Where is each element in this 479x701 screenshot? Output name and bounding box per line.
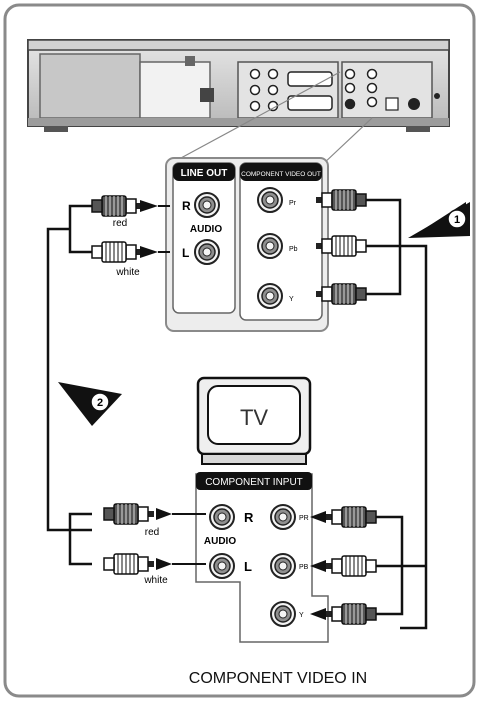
component-input-title: COMPONENT INPUT: [205, 477, 303, 488]
component-cable-main: [366, 244, 428, 630]
component-cable-bottom: [310, 506, 426, 625]
tv-pr-jack: [270, 504, 296, 530]
tv-input-panel: COMPONENT INPUT R AUDIO L PR PB Y: [195, 472, 329, 643]
pb-out-label: Pb: [289, 246, 298, 253]
tv-set: TV: [196, 376, 312, 465]
line-out-l-label: L: [182, 246, 189, 260]
zoom-line-left: [167, 71, 341, 166]
white-label-top: white: [115, 267, 140, 278]
tv-screen-label: TV: [240, 405, 268, 430]
tv-l-jack: [209, 553, 235, 579]
pr-out-jack: [257, 187, 283, 213]
line-out-panel: [172, 162, 236, 314]
tv-l-label: L: [244, 559, 252, 574]
tv-r-label: R: [244, 510, 254, 525]
red-label-top: red: [113, 218, 127, 229]
zoom-line-right: [321, 117, 373, 166]
tv-screen: [207, 385, 301, 445]
component-out-title: COMPONENT VIDEO OUT: [241, 171, 321, 178]
step1-marker: 1: [408, 202, 470, 238]
recorder-output-zoom: LINE OUT COMPONENT VIDEO OUT R AUDIO L P…: [165, 157, 329, 332]
step2-number: 2: [97, 397, 103, 409]
recorder-power-area: [139, 61, 211, 119]
step2-marker: 2: [58, 382, 122, 426]
line-out-r-jack: [194, 192, 220, 218]
line-out-l-jack: [194, 239, 220, 265]
red-label-bottom: red: [145, 527, 159, 538]
tv-r-jack: [209, 504, 235, 530]
tv-pb-label: PB: [299, 564, 309, 571]
y-out-jack: [257, 283, 283, 309]
line-out-audio-label: AUDIO: [190, 224, 222, 235]
pr-out-label: Pr: [289, 200, 297, 207]
step1-number: 1: [454, 214, 460, 226]
white-label-bottom: white: [143, 575, 168, 586]
recorder-device: [27, 39, 450, 132]
tv-y-label: Y: [299, 612, 304, 619]
tv-pr-label: PR: [299, 515, 309, 522]
scart-1: [287, 71, 333, 87]
component-cable-top: [315, 189, 428, 630]
scart-2: [287, 95, 333, 111]
recorder-vent-left: [39, 53, 141, 119]
pb-out-jack: [257, 233, 283, 259]
line-out-r-label: R: [182, 199, 191, 213]
tv-pb-jack: [270, 553, 296, 579]
line-out-title: LINE OUT: [181, 168, 228, 179]
diagram-caption: COMPONENT VIDEO IN: [189, 670, 367, 687]
tv-y-jack: [270, 601, 296, 627]
tv-audio-label: AUDIO: [204, 536, 236, 547]
y-out-label: Y: [289, 296, 294, 303]
audio-cable-bottom: red white: [68, 503, 206, 586]
